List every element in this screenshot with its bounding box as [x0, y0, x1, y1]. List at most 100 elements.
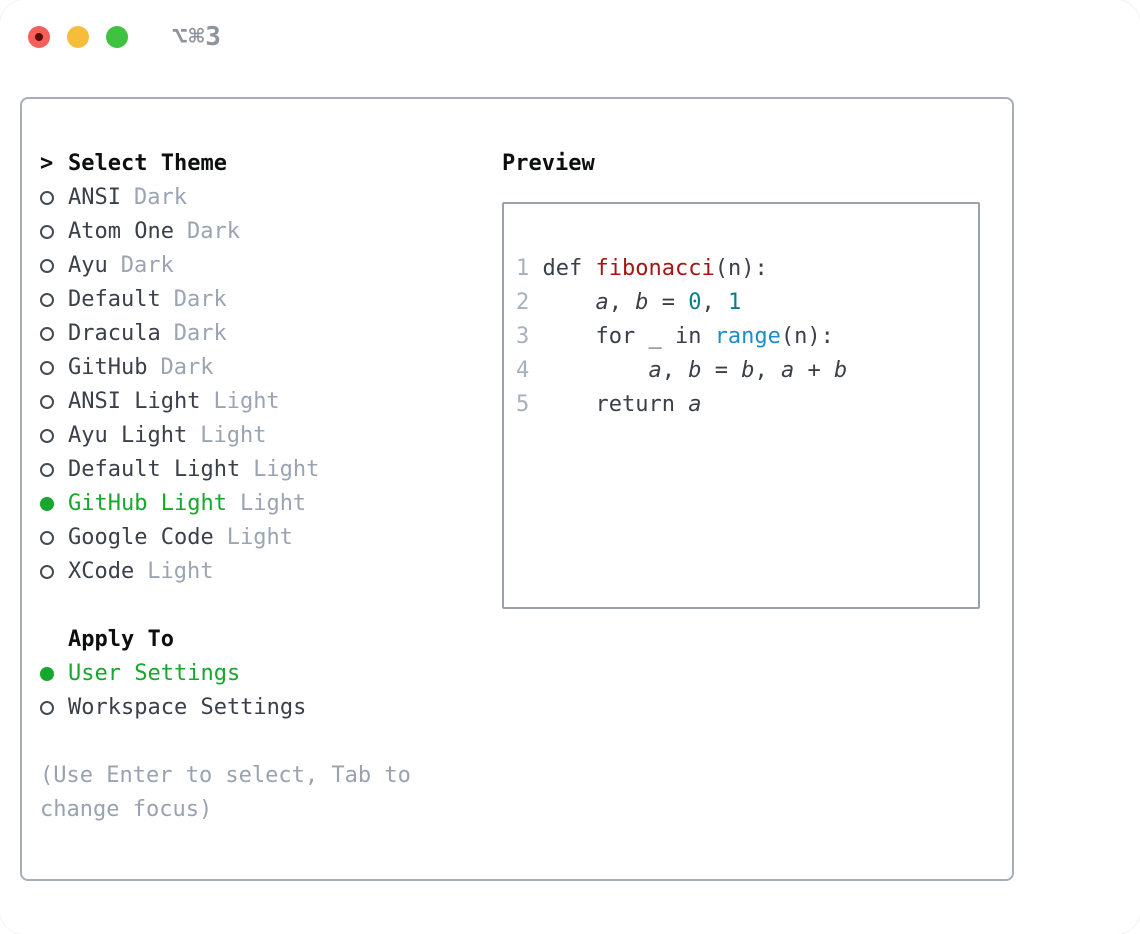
radio-unselected-icon	[40, 191, 54, 205]
theme-label: GitHub	[68, 355, 148, 380]
theme-label: XCode	[68, 559, 135, 584]
code-token-plain: (n):	[714, 256, 768, 281]
cursor-icon: >	[40, 151, 54, 176]
code-token-plain: ,	[754, 358, 781, 383]
code-token-plain: =	[648, 290, 689, 315]
line-number: 1	[516, 256, 530, 281]
theme-variant-badge: Light	[253, 457, 320, 482]
close-focus-dot-icon	[35, 33, 43, 41]
theme-label: Ayu	[68, 253, 108, 278]
radio-selected-icon	[40, 667, 54, 681]
code-line: 3 for _ in range(n):	[516, 320, 978, 354]
theme-label: Google Code	[68, 525, 214, 550]
line-number: 4	[516, 358, 530, 383]
theme-variant-badge: Light	[213, 389, 280, 414]
code-token-plain: (n):	[780, 324, 834, 349]
radio-unselected-icon	[40, 259, 54, 273]
theme-variant-badge: Dark	[133, 185, 187, 210]
theme-option[interactable]: ANSI Dark	[40, 181, 460, 215]
theme-variant-badge: Dark	[173, 321, 227, 346]
code-token-number: 1	[727, 290, 742, 315]
radio-unselected-icon	[40, 395, 54, 409]
code-token-variable: b	[635, 290, 649, 315]
theme-variant-badge: Light	[239, 491, 307, 516]
theme-option[interactable]: XCode Light	[40, 555, 460, 589]
theme-label: GitHub Light	[68, 491, 227, 516]
code-token-variable: b	[833, 358, 848, 383]
code-line: 4 a, b = b, a + b	[516, 354, 978, 388]
theme-option[interactable]: Dracula Dark	[40, 317, 460, 351]
radio-unselected-icon	[40, 429, 54, 443]
theme-option[interactable]: GitHub Light Light	[40, 487, 460, 521]
theme-label: Ayu Light	[68, 423, 188, 448]
keyboard-hint-text: (Use Enter to select, Tab to change focu…	[40, 763, 411, 822]
spacer	[516, 422, 978, 456]
preview-title: Preview	[502, 151, 595, 176]
apply-target-option[interactable]: Workspace Settings	[40, 691, 460, 725]
theme-label: Dracula	[68, 321, 161, 346]
code-token-variable: a	[688, 392, 702, 417]
code-token-variable: a	[648, 358, 662, 383]
apply-to-header-row: Apply To	[40, 623, 460, 657]
radio-unselected-icon	[40, 531, 54, 545]
radio-selected-icon	[40, 497, 54, 511]
code-token-plain: =	[701, 358, 742, 383]
line-number: 5	[516, 392, 530, 417]
code-token-plain: ,	[661, 358, 689, 383]
code-line: 5 return a	[516, 388, 978, 422]
theme-option[interactable]: Default Light Light	[40, 453, 460, 487]
code-token-function: fibonacci	[595, 256, 715, 281]
radio-unselected-icon	[40, 293, 54, 307]
code-token-plain	[529, 358, 648, 383]
theme-option[interactable]: Google Code Light	[40, 521, 460, 555]
titlebar: ⌥⌘3	[28, 22, 222, 52]
traffic-light-close-button[interactable]	[28, 26, 50, 48]
code-line: 2 a, b = 0, 1	[516, 286, 978, 320]
window-shortcut-title: ⌥⌘3	[172, 22, 222, 52]
theme-label: ANSI	[68, 185, 121, 210]
code-token-plain: def	[529, 256, 596, 281]
theme-option[interactable]: Ayu Dark	[40, 249, 460, 283]
theme-list-header-row: > Select Theme	[40, 147, 460, 181]
radio-unselected-icon	[40, 463, 54, 477]
theme-option[interactable]: GitHub Dark	[40, 351, 460, 385]
traffic-light-minimize-button[interactable]	[67, 26, 89, 48]
theme-label: Default Light	[68, 457, 241, 482]
radio-unselected-icon	[40, 565, 54, 579]
theme-variant-badge: Dark	[120, 253, 174, 278]
code-token-variable: a	[595, 290, 609, 315]
line-number: 2	[516, 290, 530, 315]
radio-unselected-icon	[40, 361, 54, 375]
theme-variant-badge: Light	[226, 525, 293, 550]
theme-list-header: Select Theme	[68, 151, 227, 176]
code-line: 1 def fibonacci(n):	[516, 252, 978, 286]
radio-unselected-icon	[40, 225, 54, 239]
code-token-plain: return	[529, 392, 689, 417]
code-token-plain: for _ in	[529, 324, 715, 349]
apply-target-label: Workspace Settings	[68, 695, 307, 720]
theme-variant-badge: Light	[147, 559, 214, 584]
code-token-variable: a	[780, 358, 795, 383]
traffic-light-zoom-button[interactable]	[106, 26, 128, 48]
code-token-number: 0	[688, 290, 702, 315]
code-token-variable: b	[741, 358, 755, 383]
radio-unselected-icon	[40, 701, 54, 715]
apply-target-option[interactable]: User Settings	[40, 657, 460, 691]
theme-label: Atom One	[68, 219, 174, 244]
code-token-plain: ,	[701, 290, 728, 315]
spacer	[40, 589, 460, 623]
theme-variant-badge: Dark	[160, 355, 214, 380]
preview-column: Preview 1 def fibonacci(n):2 a, b = 0, 1…	[502, 147, 980, 609]
radio-unselected-icon	[40, 327, 54, 341]
spacer	[40, 725, 460, 759]
line-number: 3	[516, 324, 530, 349]
